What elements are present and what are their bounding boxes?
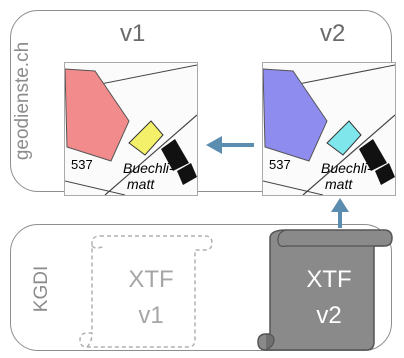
parcel-number: 537 <box>269 157 291 172</box>
place-name-line1: Buechli- <box>321 160 372 176</box>
xtf-v1-text: XTF v1 <box>111 262 191 334</box>
map-thumbnail-v1: 537 Buechli- matt <box>64 62 198 196</box>
parcel-number: 537 <box>71 157 93 172</box>
version-v2-label: v2 <box>320 20 346 47</box>
map-thumbnail-v2: 537 Buechli- matt <box>262 62 396 196</box>
place-name-line1: Buechli- <box>123 160 174 176</box>
xtf-v2-line2: v2 <box>316 302 342 329</box>
place-name-line2: matt <box>127 176 155 192</box>
version-v1-label: v1 <box>120 20 146 47</box>
xtf-v1-line1: XTF <box>128 266 174 293</box>
xtf-v1-line2: v1 <box>138 302 164 329</box>
geodienste-label: geodienste.ch <box>12 41 33 161</box>
place-name-line2: matt <box>325 176 353 192</box>
xtf-v2-line1: XTF <box>306 266 352 293</box>
kgdi-label: KGDI <box>31 265 52 313</box>
xtf-v2-text: XTF v2 <box>289 262 369 334</box>
